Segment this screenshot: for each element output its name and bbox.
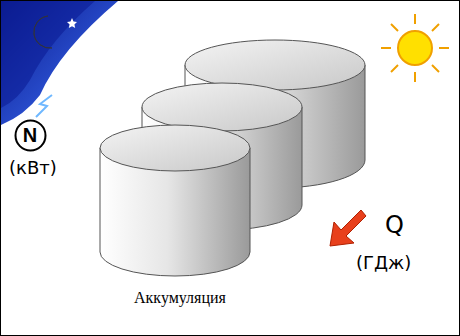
quantity-symbol: Q: [385, 211, 404, 239]
unit-label: (кВт): [9, 157, 57, 178]
caption-label: Аккумуляция: [134, 289, 226, 307]
unit-label: (ГДж): [356, 252, 411, 273]
star: [67, 18, 77, 28]
night-sky-dark: [1, 1, 95, 108]
night-sky: [1, 1, 118, 125]
heat-arrow: [330, 210, 366, 246]
tank: [100, 125, 250, 276]
moon: [34, 16, 52, 48]
lightning: [36, 95, 52, 117]
unit-circle: N: [14, 119, 47, 152]
unit-symbol: N: [14, 124, 47, 147]
sun: [381, 14, 449, 82]
